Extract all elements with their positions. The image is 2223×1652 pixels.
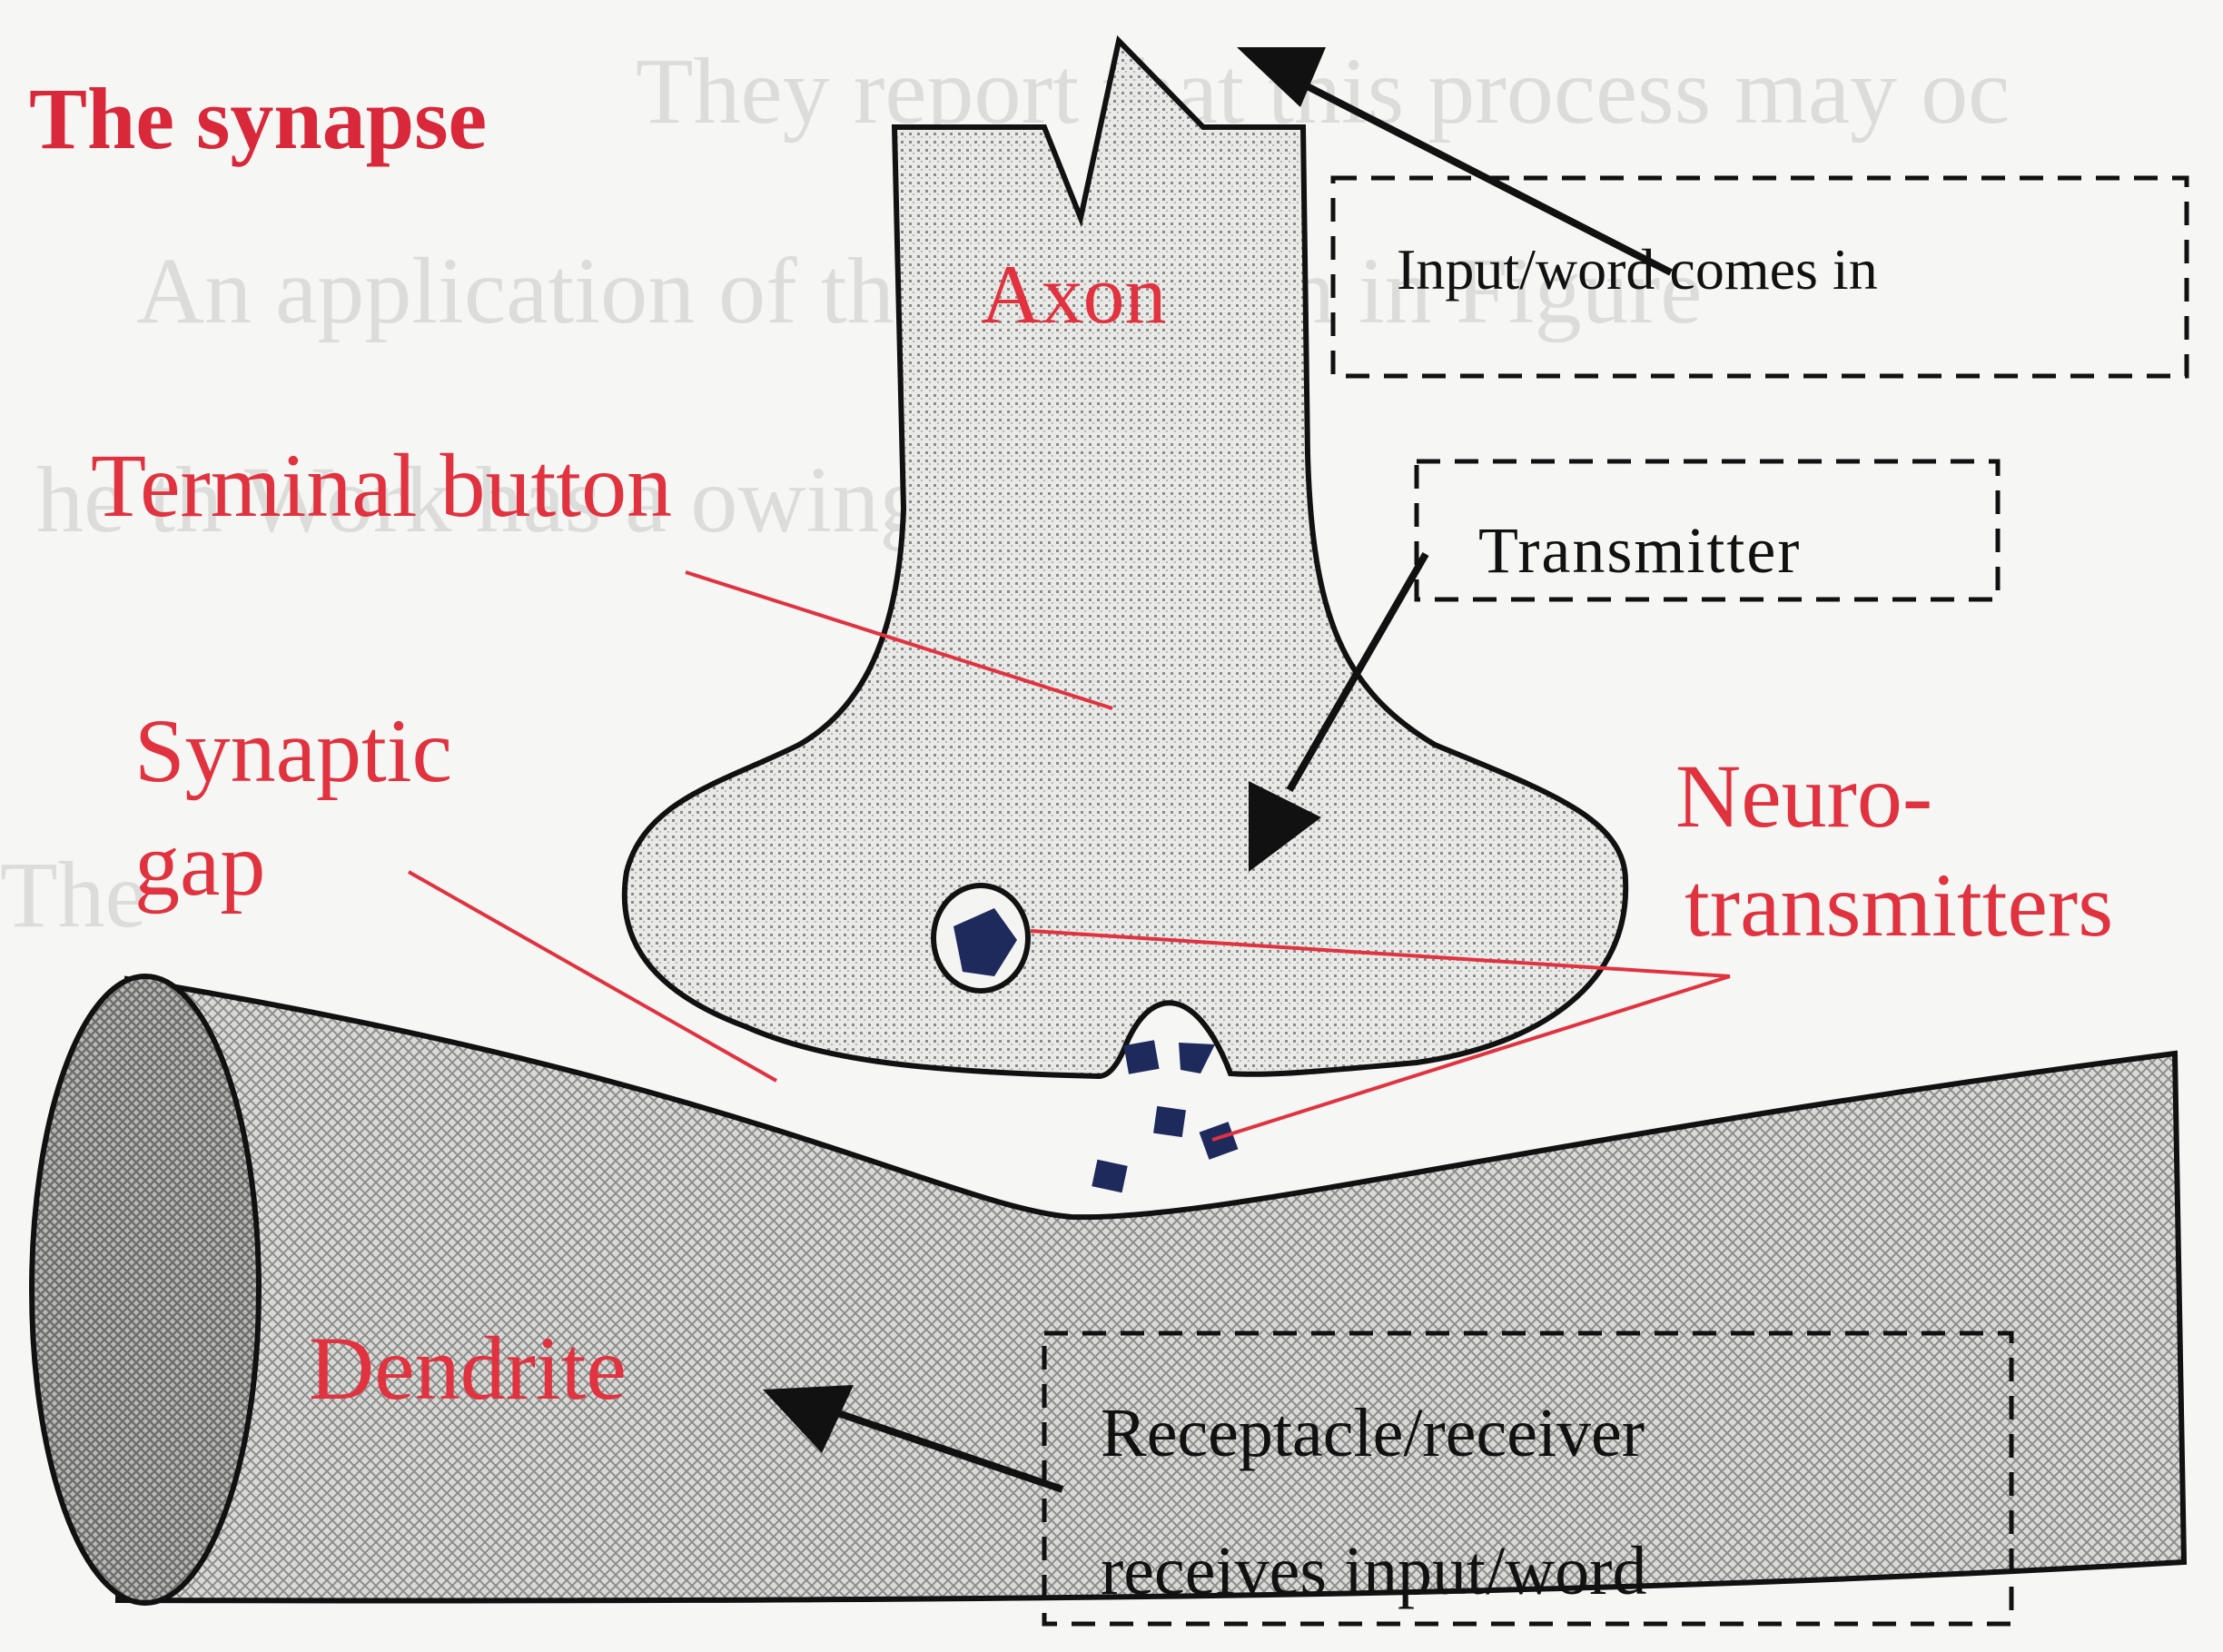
synaptic-gap-label-line-1: Synaptic	[134, 700, 452, 801]
terminal-button-label: Terminal button	[91, 435, 672, 536]
background-text-line-4: The	[0, 843, 147, 947]
neurotransmitters-label-line-2: transmitters	[1685, 855, 2113, 955]
axon-terminal-shape	[625, 41, 1625, 1076]
axon-label: Axon	[981, 248, 1166, 341]
receiver-callout-text-line-2: receives input/word	[1101, 1533, 1646, 1609]
diagram-title: The synapse	[29, 70, 487, 167]
dendrite-label: Dendrite	[309, 1318, 627, 1419]
neurotransmitters-label-line-1: Neuro-	[1675, 746, 1932, 846]
transmitter-callout-text: Transmitter	[1478, 514, 1801, 587]
input-callout-text: Input/word comes in	[1397, 237, 1878, 302]
receiver-callout-text-line-1: Receptacle/receiver	[1101, 1395, 1645, 1471]
vesicle	[934, 885, 1028, 991]
synaptic-gap-label-line-2: gap	[134, 814, 265, 915]
